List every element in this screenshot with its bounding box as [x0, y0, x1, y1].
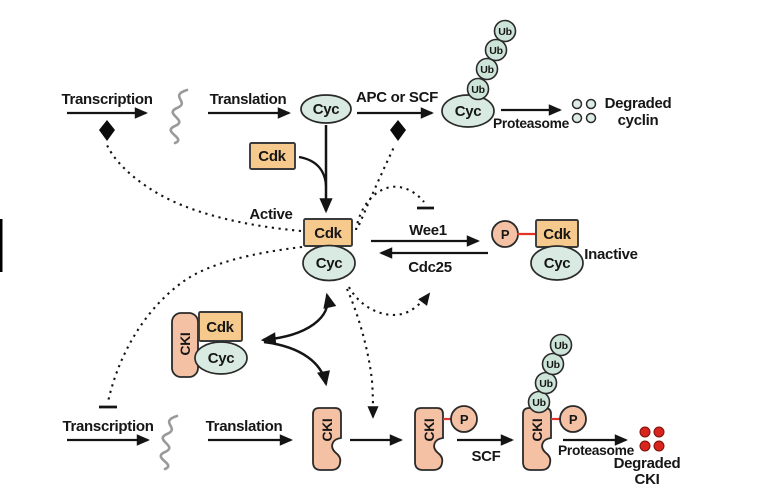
ubiquitin-node — [466, 77, 490, 101]
cki-label: CKI — [530, 419, 545, 442]
ubiquitin-label: Ub — [471, 84, 484, 96]
cdk-join-curve — [298, 155, 328, 187]
proteasome-label: Proteasome — [558, 443, 635, 458]
cki-label: CKI — [320, 419, 335, 442]
ubiquitin-label: Ub — [480, 64, 493, 76]
degraded-cyclin-fragment — [571, 112, 583, 124]
ubiquitin-label: Ub — [489, 45, 502, 57]
active-cdk-label: Cdk — [314, 225, 342, 242]
active-cyclin-node — [302, 244, 356, 282]
active-cyclin-label: Cyc — [316, 255, 343, 272]
ubiquitin-label: Ub — [539, 378, 552, 390]
cki-subunit-shape — [171, 312, 199, 378]
degraded-cyclin-fragment — [571, 98, 583, 110]
ubiquitinated-cki-node: CKI — [522, 407, 552, 471]
ubiquitinated-cyclin-label: Cyc — [455, 103, 482, 120]
feedback-link-to-apc-scf — [358, 144, 396, 226]
degraded-cyclin-label-line2: cyclin — [618, 112, 659, 129]
active-state-label: Active — [249, 206, 292, 223]
inactive-cyclin-label: Cyc — [544, 255, 571, 272]
degraded-cki-label-line1: Degraded — [614, 455, 681, 472]
free-cdk-box — [249, 142, 296, 170]
degraded-cki-label-line2: CKI — [635, 471, 660, 488]
cki-shape — [312, 407, 342, 471]
transcription-label: Transcription — [62, 418, 153, 435]
degraded-cki-fragment — [639, 440, 651, 452]
cdc25-label: Cdc25 — [408, 259, 452, 276]
ubiquitin-node — [475, 57, 499, 81]
degraded-cyclin-fragment — [585, 98, 597, 110]
free-cdk-label: Cdk — [258, 148, 286, 165]
regulation-diamond-icon — [390, 120, 406, 141]
degraded-cyclin-fragment — [585, 112, 597, 124]
mrna-squiggle-icon — [159, 414, 179, 471]
translation-label: Translation — [206, 418, 283, 435]
degraded-cyclin-label-line1: Degraded — [605, 95, 672, 112]
phosphate-node — [559, 405, 587, 433]
degraded-cki-fragment — [653, 426, 665, 438]
ubiquitin-node — [541, 352, 565, 376]
scf-label: SCF — [471, 448, 500, 465]
cki-cdk-cyclin-complex: CKI Cdk Cyc — [171, 292, 337, 387]
regulation-diamond-icon — [99, 120, 115, 141]
cki-shape — [414, 407, 444, 471]
inactive-state-label: Inactive — [584, 246, 637, 263]
phosphate-node — [450, 405, 478, 433]
phosphate-label: P — [569, 412, 578, 427]
cyclin-pathway-row: Transcription Translation Cyc APC or SCF… — [61, 19, 672, 145]
complex-cdk-box — [198, 311, 243, 342]
inactive-cyclin-node — [530, 245, 584, 281]
transcription-label: Transcription — [61, 91, 152, 108]
inactive-cdk-label: Cdk — [543, 226, 571, 243]
proteasome-label: Proteasome — [493, 116, 570, 131]
cki-label: CKI — [422, 419, 437, 442]
phosphate-label: P — [501, 227, 510, 242]
cki-phosphorylation-dashed-arrow — [346, 288, 379, 419]
cki-pathway-row: Transcription Translation CKI CKI P SCF … — [62, 333, 681, 488]
phosphate-label: P — [460, 412, 469, 427]
phospho-cki-node: CKI — [414, 407, 444, 471]
translation-label: Translation — [210, 91, 287, 108]
complex-cdk-label: Cdk — [206, 319, 234, 336]
cki-shape — [522, 407, 552, 471]
cki-node: CKI — [312, 407, 342, 471]
ubiquitin-label: Ub — [532, 397, 545, 409]
mrna-squiggle-icon — [169, 88, 189, 145]
ubiquitin-label: Ub — [554, 340, 567, 352]
cki-release-arrow — [263, 340, 330, 387]
cyclin-node-label: Cyc — [313, 101, 340, 118]
complex-cyclin-node — [194, 341, 248, 375]
ubiquitin-node — [549, 333, 573, 357]
ubiquitin-label: Ub — [546, 359, 559, 371]
cdc25-activation-dashed-arrow — [348, 286, 431, 317]
apc-scf-label: APC or SCF — [356, 89, 438, 106]
complex-cyclin-label: Cyc — [208, 350, 235, 367]
wee1-label: Wee1 — [409, 222, 447, 239]
ubiquitinated-cyclin-node — [441, 94, 495, 128]
cki-subunit-label: CKI — [178, 333, 193, 356]
degraded-cki-fragment — [653, 440, 665, 452]
screenshot-edge-artifact — [0, 219, 3, 272]
feedback-link-to-cki-transcription — [106, 245, 303, 403]
cyclin-node — [300, 94, 352, 124]
ubiquitin-label: Ub — [498, 26, 511, 38]
ubiquitin-node — [493, 19, 517, 43]
degraded-cki-fragment — [639, 426, 651, 438]
cki-binding-exchange-arrow — [260, 292, 337, 346]
ubiquitin-node — [484, 38, 508, 62]
cdk-activation-center: Cdk Active Cdk Cyc Wee1 Cdc25 P Cdk Cyc … — [106, 125, 638, 419]
